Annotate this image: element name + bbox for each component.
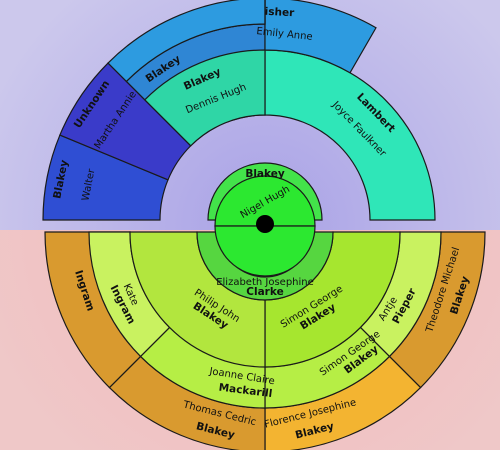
mother-surname: Clarke xyxy=(246,286,283,298)
mother-given: Elizabeth Josephine xyxy=(216,277,314,288)
root-center-bottom[interactable] xyxy=(214,225,316,277)
root-surname: Blakey xyxy=(245,168,285,180)
center-marker xyxy=(256,215,274,233)
root-center-top[interactable] xyxy=(214,175,316,227)
emily-segment[interactable] xyxy=(264,0,377,74)
emily-surname: Fisher xyxy=(257,5,295,19)
